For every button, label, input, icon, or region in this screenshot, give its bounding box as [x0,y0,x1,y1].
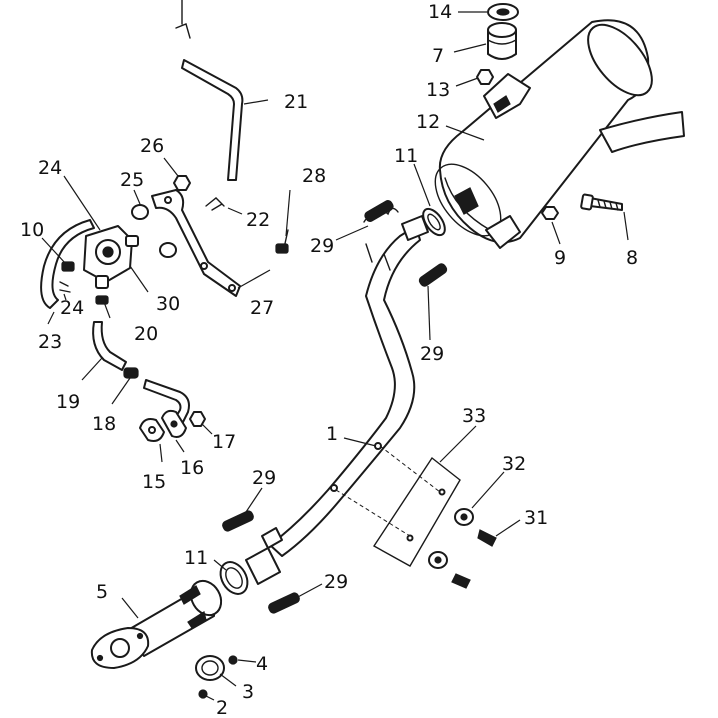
callout-5: 5 [96,581,108,603]
callout-30: 30 [156,293,180,315]
callout-10: 10 [20,219,44,241]
nut-13 [476,69,494,85]
hose-23 [40,219,95,309]
front-pipe [90,579,223,669]
callout-27: 27 [250,297,274,319]
spring-29-upper-left [363,200,399,223]
gasket-11-lower [219,561,249,595]
callout-24-lower: 24 [60,297,84,319]
nut-4 [228,655,238,665]
callout-18: 18 [92,413,116,435]
callout-labels: 1 2 3 4 5 7 8 9 10 11 11 12 13 14 15 16 … [20,1,638,718]
air-valve-30 [83,225,139,289]
nut-17 [189,411,206,427]
bolt-28 [275,229,289,254]
bushing-25 [131,204,177,258]
spring-hook [365,243,391,271]
callout-3: 3 [242,681,254,703]
callout-22: 22 [246,209,270,231]
callout-21: 21 [284,91,308,113]
callout-7: 7 [432,45,444,67]
pipe-flange-lower [245,527,283,585]
spring-29-lower-left [222,510,254,532]
pipe-flange-upper [401,215,429,241]
spring-29-upper-right [418,263,448,287]
heat-shield [335,445,461,567]
callout-16: 16 [180,457,204,479]
vent-pipe-top [175,0,191,39]
clamp-20 [95,295,109,305]
callout-4: 4 [256,653,268,675]
clip-24 [59,281,71,293]
gasket-11-upper [422,207,446,237]
callout-15: 15 [142,471,166,493]
leader-lines [41,11,629,701]
callout-29-lower-left: 29 [252,467,276,489]
washer-14 [487,3,519,21]
bolt-31-lower [451,573,471,589]
callout-14: 14 [428,1,452,23]
callout-17: 17 [212,431,236,453]
callout-11-upper: 11 [394,145,418,167]
callout-29-upper-right: 29 [420,343,444,365]
nut-2 [198,689,208,699]
nut-26 [173,175,191,191]
exhaust-pipe [269,225,421,557]
pipe-bracket-hole-lower [330,484,338,492]
spring-29-lower-right [268,592,300,614]
callout-9: 9 [554,247,566,269]
callout-32: 32 [502,453,526,475]
callout-25: 25 [120,169,144,191]
callout-2: 2 [216,697,228,718]
callout-11-lower: 11 [184,547,208,569]
gasket-3 [195,655,225,681]
rubber-bushing-7 [487,22,517,60]
tail-pipe [599,111,685,153]
callout-29-upper-left: 29 [310,235,334,257]
callout-26: 26 [140,135,164,157]
muffler [434,19,653,249]
callout-19: 19 [56,391,80,413]
clamp-18 [123,367,139,379]
callout-29-lower-right: 29 [324,571,348,593]
washer-32-lower [428,551,448,569]
callout-33: 33 [462,405,486,427]
callout-31: 31 [524,507,548,529]
callout-12: 12 [416,111,440,133]
callout-28: 28 [302,165,326,187]
gasket-15 [139,418,165,442]
hose-21 [181,59,244,181]
callout-23: 23 [38,331,62,353]
clip-22 [205,197,225,211]
bolt-10 [61,261,75,272]
hose-19 [92,321,127,371]
gasket-16 [161,409,187,438]
callout-20: 20 [134,323,158,345]
callout-24-upper: 24 [38,157,62,179]
bracket-27 [151,189,241,297]
callout-13: 13 [426,79,450,101]
callout-8: 8 [626,247,638,269]
callout-1: 1 [326,423,338,445]
nut-9 [541,206,559,220]
bolt-31-upper [477,529,497,547]
bolt-8 [580,193,623,211]
washer-32-upper [454,508,474,526]
